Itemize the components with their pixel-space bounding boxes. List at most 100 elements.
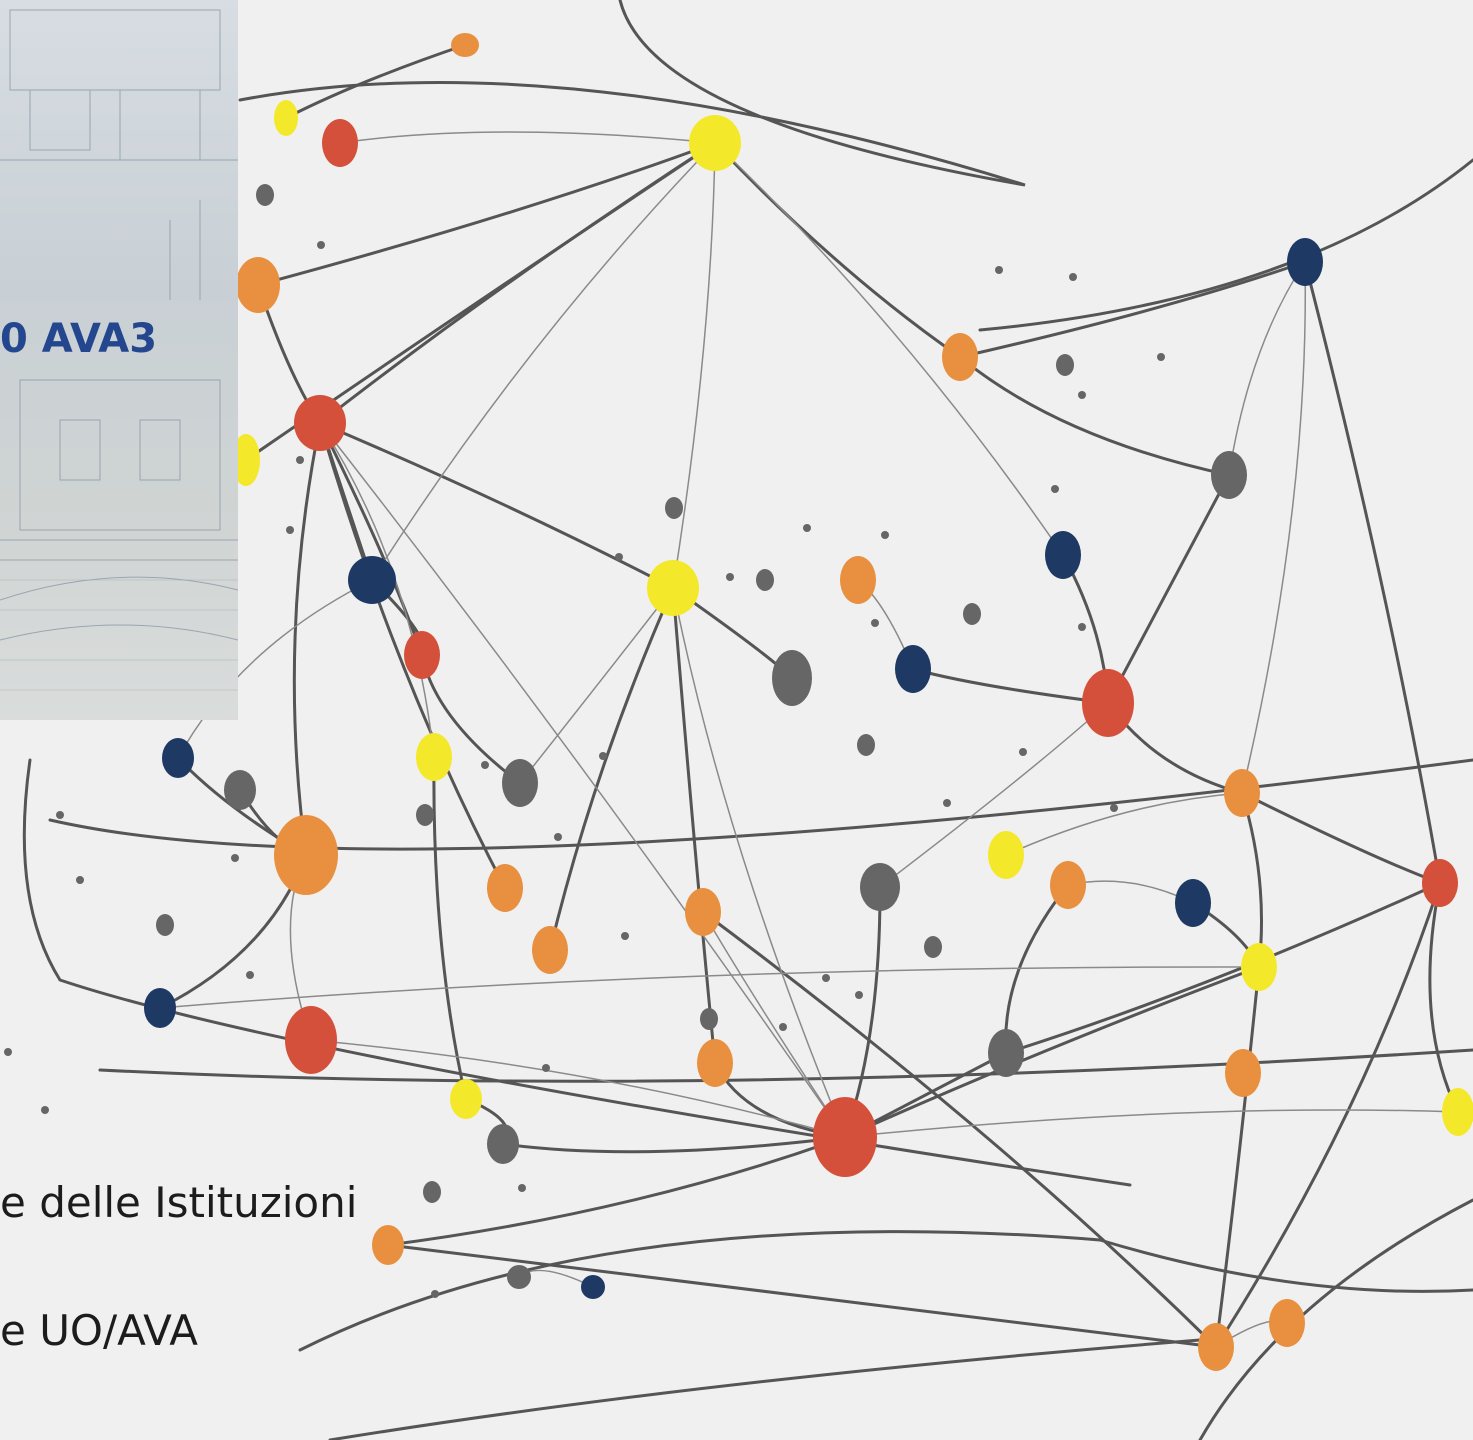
red-node: [1422, 859, 1458, 907]
scatter-dot: [286, 526, 294, 534]
network-edge: [702, 911, 846, 1138]
scatter-dot: [1078, 391, 1086, 399]
scatter-dot: [296, 456, 304, 464]
scatter-dot: [599, 752, 607, 760]
gray-node: [1211, 451, 1247, 499]
network-edge: [319, 422, 846, 1138]
scatter-dot: [542, 1064, 550, 1072]
red-node: [813, 1097, 877, 1177]
red-node: [294, 395, 346, 451]
scatter-dot: [803, 524, 811, 532]
scatter-dot: [423, 1181, 441, 1203]
gray-node: [487, 1124, 519, 1164]
scatter-dot: [1078, 623, 1086, 631]
scatter-dot: [995, 266, 1003, 274]
orange-node: [942, 333, 978, 381]
yellow-node: [450, 1079, 482, 1119]
yellow-node: [1442, 1088, 1473, 1136]
network-curve: [238, 0, 1026, 187]
orange-node: [1269, 1299, 1305, 1347]
scatter-dot: [963, 603, 981, 625]
network-edge: [548, 586, 675, 952]
caption-line-2: e UO/AVA: [0, 1306, 198, 1355]
red-node: [285, 1006, 337, 1074]
network-edge: [672, 142, 716, 589]
network-edge: [714, 142, 1064, 556]
building-sketch: [0, 9, 238, 691]
network-edge: [844, 1109, 1459, 1138]
network-edge: [386, 1135, 847, 1247]
network-edge: [1241, 261, 1307, 794]
network-edge: [1067, 880, 1194, 904]
network-edge: [318, 421, 424, 657]
gray-node: [988, 1029, 1024, 1077]
gray-node: [772, 650, 812, 706]
navy-node: [1045, 531, 1081, 579]
red-node: [322, 119, 358, 167]
scatter-dot: [822, 974, 830, 982]
yellow-node: [988, 831, 1024, 879]
scatter-dot: [416, 804, 434, 826]
scatter-dot: [1157, 353, 1165, 361]
scatter-dot: [871, 619, 879, 627]
orange-node: [236, 257, 280, 313]
orange-node: [532, 926, 568, 974]
scatter-dot: [615, 553, 623, 561]
orange-node: [451, 33, 479, 57]
network-edge: [519, 587, 674, 784]
network-edge: [318, 421, 675, 590]
network-edge: [501, 1135, 847, 1154]
orange-node: [1050, 861, 1086, 909]
scatter-dot: [56, 811, 64, 819]
navy-node: [1175, 879, 1211, 927]
scatter-dot: [231, 854, 239, 862]
navy-node: [162, 738, 194, 778]
scatter-dot: [756, 569, 774, 591]
gray-node: [860, 863, 900, 911]
network-edge: [1214, 881, 1442, 1349]
network-edge: [310, 1039, 846, 1138]
network-edge: [1240, 791, 1442, 885]
orange-node: [1224, 769, 1260, 817]
red-node: [404, 631, 440, 679]
network-edge: [671, 586, 717, 1065]
scatter-dot: [1056, 354, 1074, 376]
gray-node: [224, 770, 256, 810]
network-edge: [672, 587, 846, 1138]
network-edge: [911, 667, 1110, 705]
network-edge: [318, 141, 717, 425]
network-curve: [978, 158, 1473, 332]
scatter-dot: [1069, 273, 1077, 281]
scatter-dot: [518, 1184, 526, 1192]
yellow-node: [232, 434, 260, 486]
scatter-dot: [156, 914, 174, 936]
orange-node: [1198, 1323, 1234, 1371]
scatter-dot: [1019, 748, 1027, 756]
scatter-dot: [855, 991, 863, 999]
yellow-node: [1241, 943, 1277, 991]
network-curve: [48, 758, 1473, 851]
network-edge: [177, 579, 373, 759]
scatter-dot: [431, 1290, 439, 1298]
network-edge: [432, 755, 468, 1101]
network-edge: [713, 141, 962, 359]
network-curve: [1198, 1198, 1473, 1440]
yellow-node: [416, 733, 452, 781]
scatter-dot: [41, 1106, 49, 1114]
scatter-dot: [554, 833, 562, 841]
network-edge: [292, 421, 322, 857]
scatter-dot: [779, 1023, 787, 1031]
network-edge: [339, 131, 716, 144]
network-edge: [256, 141, 717, 287]
scatter-dot: [881, 531, 889, 539]
network-edge: [284, 43, 467, 120]
network-edge: [386, 1243, 1218, 1349]
navy-node: [144, 988, 176, 1028]
orange-node: [372, 1225, 404, 1265]
network-edge: [843, 965, 1261, 1139]
scatter-dot: [4, 1048, 12, 1056]
photo-title: 0 AVA3: [0, 316, 158, 362]
navy-node: [895, 645, 931, 693]
orange-node: [274, 815, 338, 895]
